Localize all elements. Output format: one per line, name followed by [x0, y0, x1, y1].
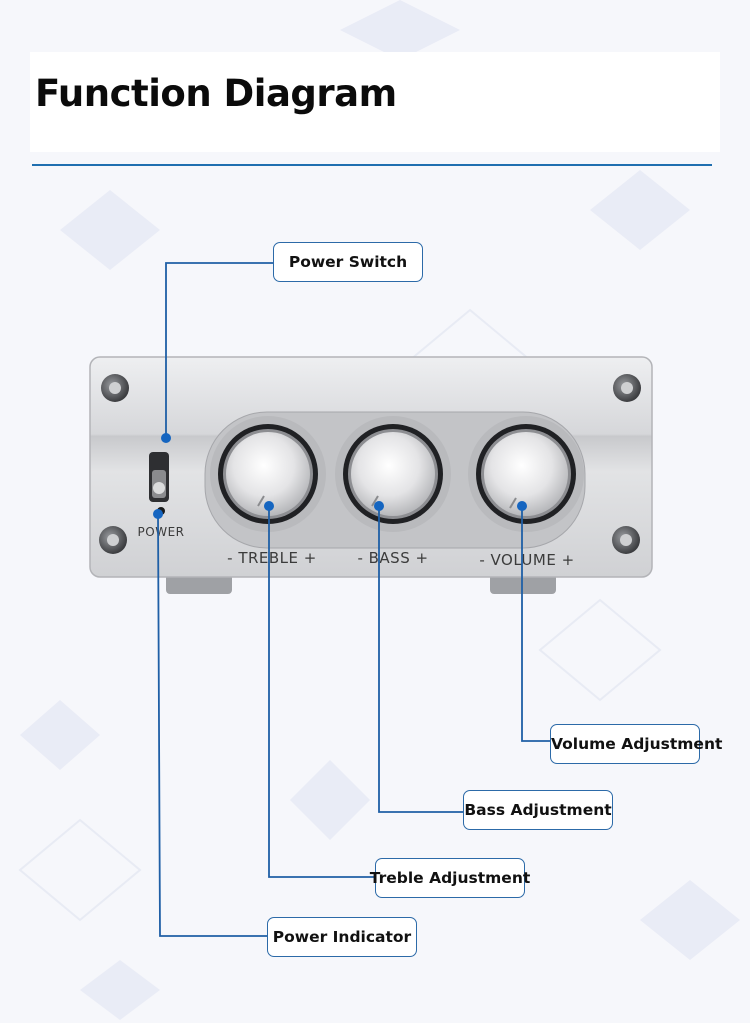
bass-label: - BASS +: [357, 549, 428, 567]
screw-top-right: [613, 374, 641, 402]
callout-volume-adjustment: Volume Adjustment: [550, 724, 722, 764]
screw-bottom-right: [612, 526, 640, 554]
title-divider: [32, 164, 712, 166]
treble-label: - TREBLE +: [227, 549, 317, 567]
treble-knob[interactable]: [210, 416, 326, 532]
volume-label: - VOLUME +: [479, 551, 574, 569]
callout-bass-adjustment: Bass Adjustment: [463, 790, 613, 830]
title-panel: [30, 52, 720, 152]
power-label: POWER: [138, 525, 185, 539]
volume-knob[interactable]: [468, 416, 584, 532]
bass-knob[interactable]: [335, 416, 451, 532]
page-title: Function Diagram: [35, 72, 397, 115]
power-toggle-switch[interactable]: [149, 452, 169, 502]
callout-power-indicator: Power Indicator: [267, 917, 417, 957]
screw-top-left: [101, 374, 129, 402]
screw-bottom-left: [99, 526, 127, 554]
callout-treble-adjustment: Treble Adjustment: [370, 858, 530, 898]
callout-power-switch: Power Switch: [273, 242, 423, 282]
power-led: [157, 507, 165, 515]
